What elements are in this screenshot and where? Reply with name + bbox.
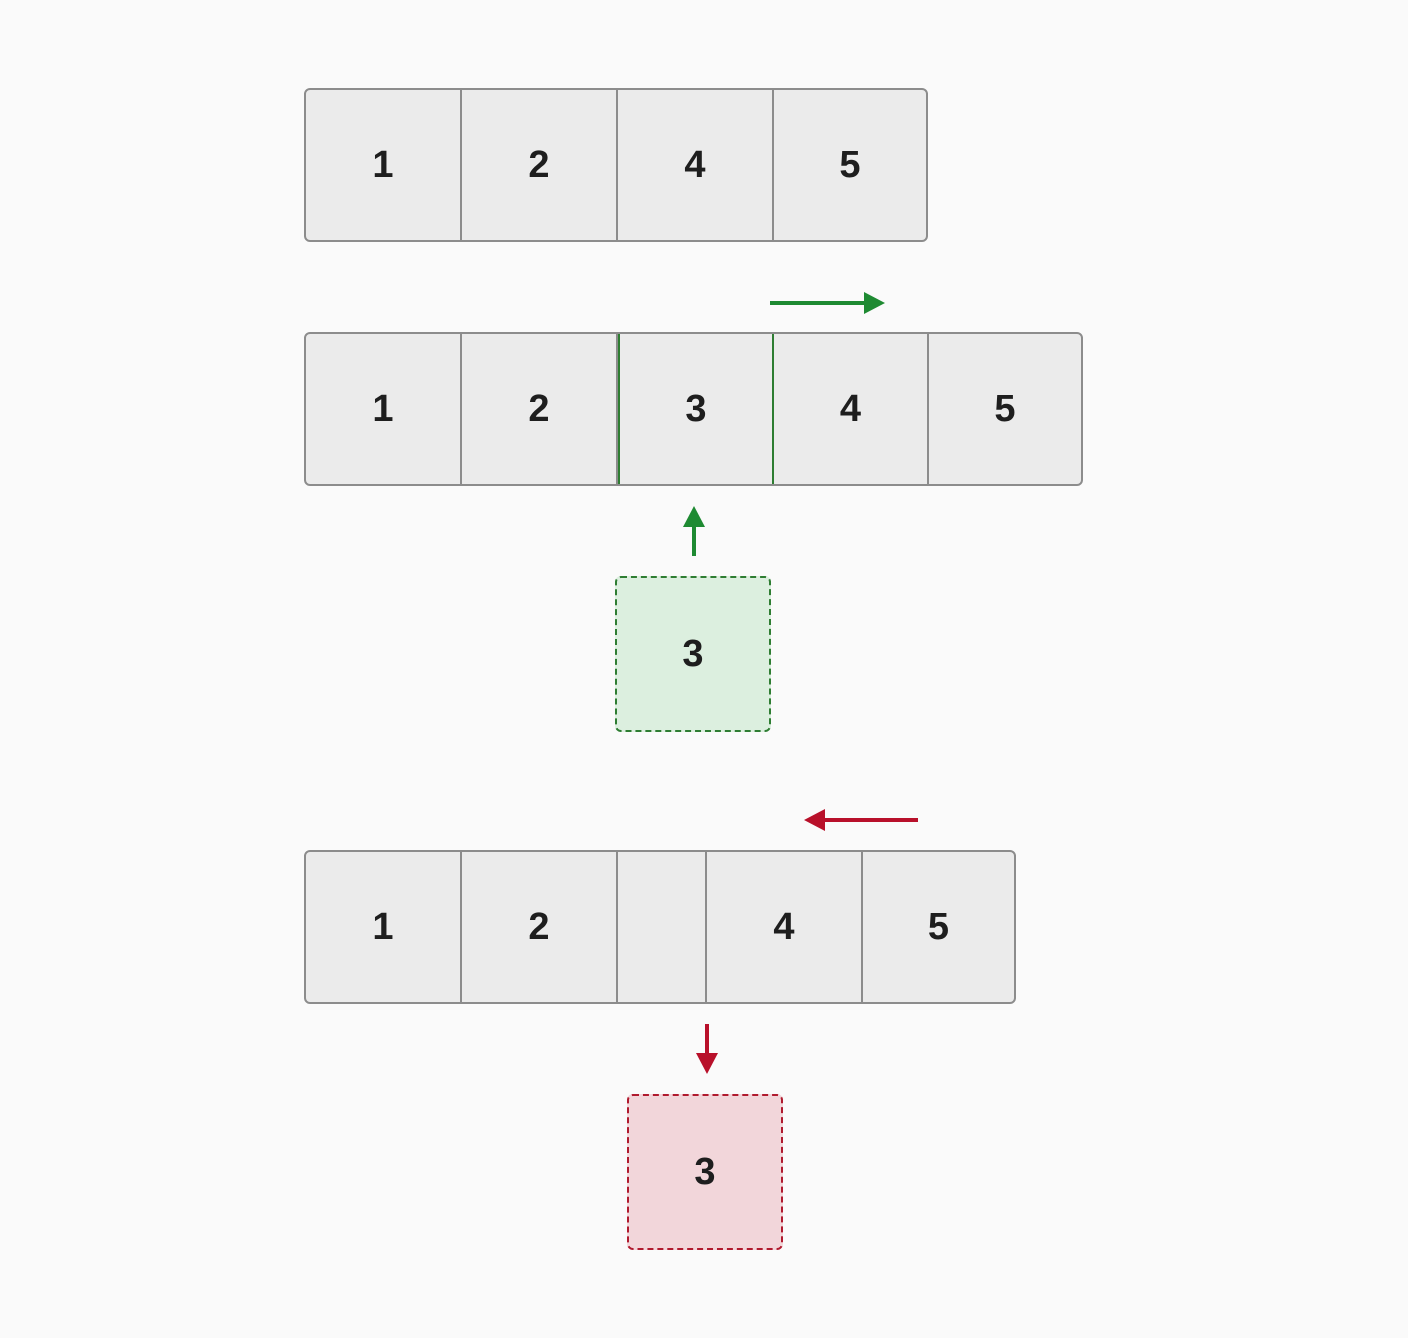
array-cell: 1 [306,90,462,240]
array-cell: 4 [774,334,929,484]
insert-up-arrow-icon [683,506,705,556]
array-cell: 5 [839,143,861,186]
array-cell: 4 [707,852,863,1002]
array-cell: 2 [462,852,618,1002]
array-cell: 5 [927,905,950,948]
insert-tile: 3 [615,576,771,732]
array-row-inserted: 1 2 3 4 5 [304,332,1083,486]
shift-right-arrow-icon [770,292,885,314]
shift-left-arrow-icon [804,809,918,831]
array-cell: 1 [306,334,462,484]
removed-tile: 3 [627,1094,783,1250]
array-row-removing: 1 2 4 5 [304,850,1016,1004]
array-cell: 1 [306,852,462,1002]
array-cell: 2 [462,334,618,484]
array-cell: 5 [994,387,1016,430]
array-cell: 4 [618,90,774,240]
array-cell: 2 [462,90,618,240]
array-row-before: 1 2 4 5 [304,88,928,242]
remove-down-arrow-icon [696,1024,718,1074]
inserted-cell: 3 [618,334,774,484]
empty-gap-cell [618,852,707,1002]
